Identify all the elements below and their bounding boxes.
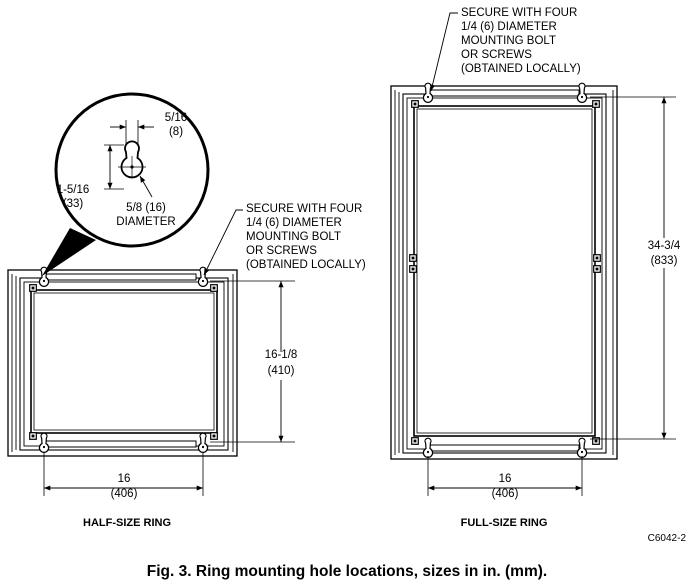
half-square-hole bbox=[210, 284, 218, 292]
figure-caption: Fig. 3. Ring mounting hole locations, si… bbox=[147, 563, 547, 580]
full-square-hole bbox=[411, 100, 419, 108]
full-note-line: 1/4 (6) DIAMETER bbox=[461, 21, 557, 33]
detail-slot-width: 5/16 bbox=[165, 112, 187, 124]
half-note-line: OR SCREWS bbox=[246, 245, 317, 257]
figure-code: C6042-2 bbox=[648, 533, 687, 544]
half-note-line: 1/4 (6) DIAMETER bbox=[246, 217, 342, 229]
detail-slot-height: 1-5/16 bbox=[57, 184, 90, 196]
half-width-mm: (406) bbox=[111, 488, 138, 500]
full-ring-title: FULL-SIZE RING bbox=[461, 517, 548, 529]
half-ring-opening bbox=[30, 289, 218, 434]
full-square-hole bbox=[593, 265, 601, 273]
full-square-hole bbox=[411, 437, 419, 445]
full-height-dimension: 34-3/4 (833) bbox=[590, 96, 681, 440]
half-square-hole bbox=[210, 432, 218, 440]
full-width-mm: (406) bbox=[492, 488, 519, 500]
half-height-dimension: 16-1/8 (410) bbox=[210, 280, 298, 443]
full-ring-opening bbox=[413, 105, 596, 437]
half-height-mm: (410) bbox=[268, 365, 295, 377]
full-square-hole bbox=[409, 265, 417, 273]
half-note: SECURE WITH FOUR 1/4 (6) DIAMETER MOUNTI… bbox=[246, 203, 366, 271]
full-note-leader bbox=[430, 12, 458, 92]
detail-slot-width-mm: (8) bbox=[169, 126, 183, 138]
full-height-label: 34-3/4 bbox=[648, 240, 681, 252]
detail-hole-diameter: 5/8 (16) bbox=[126, 202, 166, 214]
detail-callout-tail bbox=[42, 228, 96, 276]
full-note-line: (OBTAINED LOCALLY) bbox=[461, 63, 581, 75]
full-height-mm: (833) bbox=[651, 255, 678, 267]
detail-diameter-word: DIAMETER bbox=[116, 216, 175, 228]
half-size-ring bbox=[7, 266, 238, 457]
half-ring-title: HALF-SIZE RING bbox=[83, 517, 171, 529]
half-width-dimension: 16 (406) bbox=[43, 452, 204, 500]
full-width-label: 16 bbox=[499, 473, 512, 485]
half-square-hole bbox=[29, 284, 37, 292]
full-note-line: OR SCREWS bbox=[461, 49, 532, 61]
full-size-ring bbox=[390, 82, 618, 460]
detail-slot-height-mm: (33) bbox=[63, 198, 84, 210]
full-square-hole bbox=[593, 254, 601, 262]
half-square-hole bbox=[29, 432, 37, 440]
half-note-line: SECURE WITH FOUR bbox=[246, 203, 362, 215]
half-note-line: MOUNTING BOLT bbox=[246, 231, 341, 243]
full-square-hole bbox=[409, 254, 417, 262]
full-note-line: SECURE WITH FOUR bbox=[461, 7, 577, 19]
half-note-leader bbox=[203, 209, 243, 276]
keyhole-detail: 5/16 (8) 1-5/16 (33) 5/8 (16) DIAMETER bbox=[42, 92, 210, 276]
full-square-hole bbox=[592, 100, 600, 108]
full-note-line: MOUNTING BOLT bbox=[461, 35, 556, 47]
full-note: SECURE WITH FOUR 1/4 (6) DIAMETER MOUNTI… bbox=[461, 7, 581, 75]
full-width-dimension: 16 (406) bbox=[427, 456, 583, 500]
half-height-label: 16-1/8 bbox=[265, 349, 298, 361]
half-width-label: 16 bbox=[118, 473, 131, 485]
half-note-line: (OBTAINED LOCALLY) bbox=[246, 259, 366, 271]
